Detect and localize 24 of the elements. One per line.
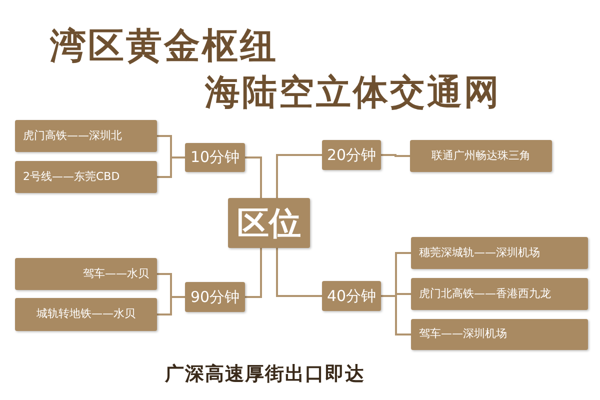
route-box: 城轨转地铁——水贝	[15, 298, 157, 331]
connector-line	[245, 156, 262, 198]
route-box: 联通广州畅达珠三角	[410, 140, 552, 172]
route-box: 驾车——深圳机场	[411, 319, 588, 350]
time-box: 20分钟	[322, 140, 381, 170]
time-box: 40分钟	[322, 281, 381, 311]
connector-line	[276, 248, 322, 297]
hub-box: 区位	[228, 198, 310, 248]
route-box: 虎门高铁——深圳北	[15, 120, 157, 152]
route-box: 驾车——水贝	[15, 258, 157, 290]
route-box: 穗莞深城轨——深圳机场	[411, 237, 588, 269]
route-box: 虎门北高铁——香港西九龙	[411, 278, 588, 310]
footer-note: 广深高速厚街出口即达	[165, 362, 365, 387]
connector-line	[381, 295, 411, 336]
connector-line	[157, 156, 185, 178]
title: 湾区黄金枢纽	[50, 26, 278, 68]
connector-line	[381, 154, 410, 157]
connector-line	[157, 296, 185, 316]
time-box: 90分钟	[185, 282, 245, 312]
connector-line	[245, 248, 262, 298]
connector-line	[276, 154, 322, 198]
time-box: 10分钟	[185, 143, 245, 172]
route-box: 2号线——东莞CBD	[15, 161, 157, 193]
subtitle: 海陆空立体交通网	[205, 72, 501, 114]
